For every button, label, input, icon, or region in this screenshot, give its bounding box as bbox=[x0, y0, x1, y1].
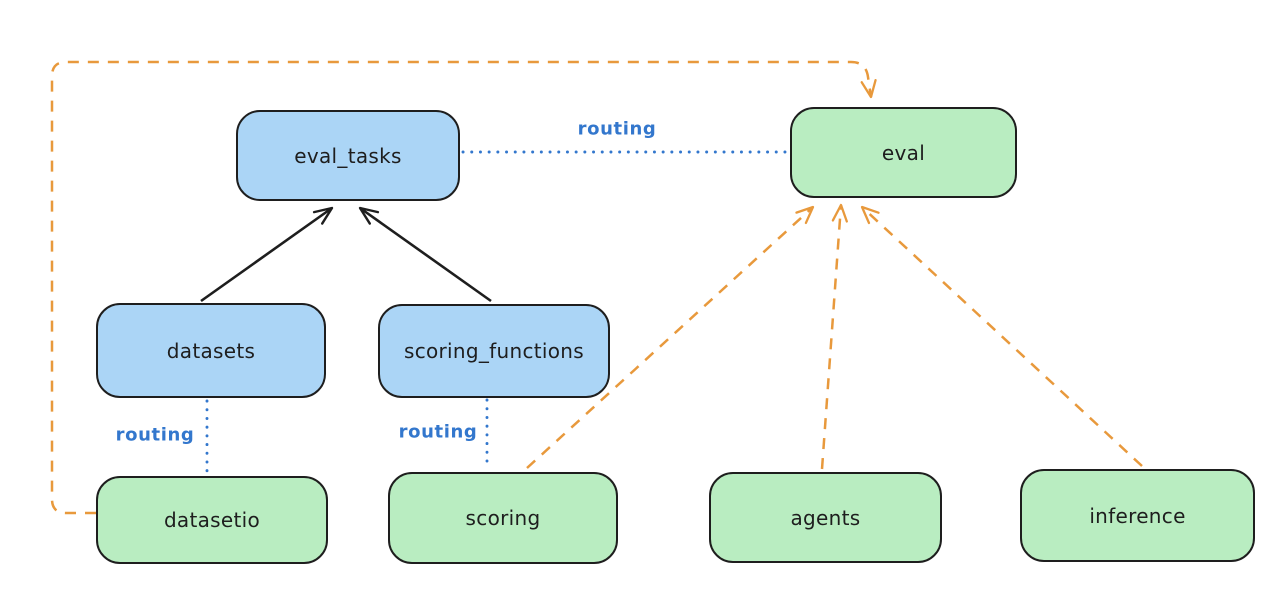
edge-datasetio-eval-loop bbox=[50, 60, 877, 515]
edge-scoring-eval bbox=[526, 205, 815, 469]
node-inference: inference bbox=[1020, 469, 1255, 562]
edge-agents-eval bbox=[820, 203, 848, 470]
node-datasetio: datasetio bbox=[96, 476, 328, 564]
node-scoring: scoring bbox=[388, 472, 618, 564]
node-datasets-label: datasets bbox=[166, 338, 256, 363]
node-eval-tasks-label: eval_tasks bbox=[294, 143, 402, 168]
node-datasets: datasets bbox=[96, 303, 326, 398]
edge-datasets-eval_tasks bbox=[200, 206, 334, 303]
edge-label-routing-scoring: routing bbox=[398, 421, 478, 443]
edge-label-routing-datasetio: routing bbox=[115, 424, 195, 446]
edge-scoring_functions-eval_tasks bbox=[358, 206, 492, 303]
edge-inference-eval bbox=[860, 205, 1143, 467]
node-datasetio-label: datasetio bbox=[163, 508, 261, 532]
node-scoring-label: scoring bbox=[465, 506, 541, 530]
node-scoring-functions: scoring_functions bbox=[378, 304, 610, 398]
node-scoring-functions-label: scoring_functions bbox=[403, 339, 585, 363]
node-agents-label: agents bbox=[790, 505, 861, 530]
node-eval-tasks: eval_tasks bbox=[236, 110, 460, 201]
node-agents: agents bbox=[709, 472, 942, 563]
node-eval: eval bbox=[790, 107, 1017, 198]
node-eval-label: eval bbox=[881, 140, 926, 165]
edge-label-routing-eval: routing bbox=[577, 118, 657, 140]
node-inference-label: inference bbox=[1089, 503, 1186, 528]
